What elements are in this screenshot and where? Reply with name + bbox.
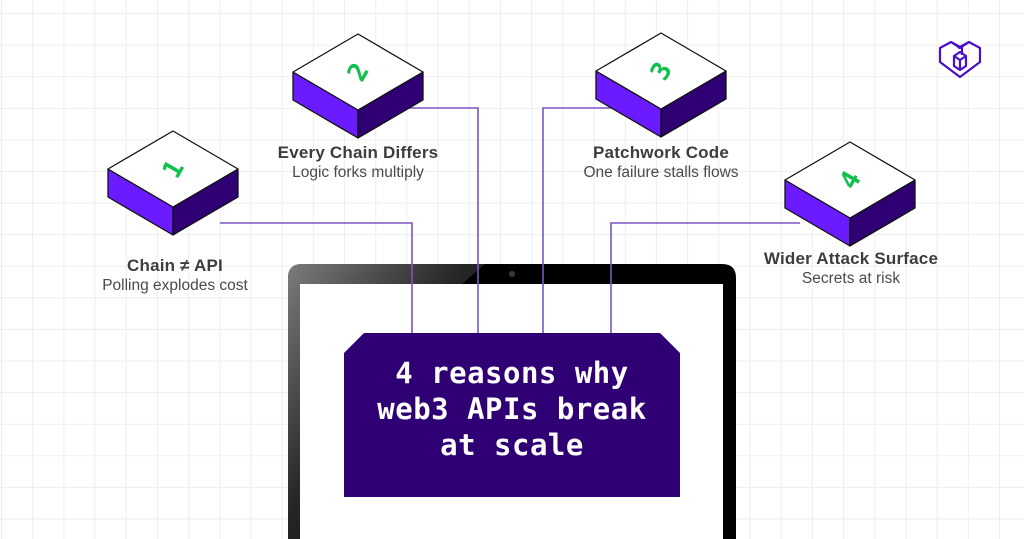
number-box-3: 3 bbox=[595, 32, 727, 138]
main-title: 4 reasons why web3 APIs break at scale bbox=[362, 355, 662, 463]
title-line-1: 4 reasons why bbox=[395, 356, 629, 390]
number-box-1: 1 bbox=[107, 130, 239, 236]
title-line-3: at scale bbox=[440, 428, 584, 462]
reason-title-1: Chain ≠ API bbox=[127, 256, 223, 275]
reason-subtitle-4: Secrets at risk bbox=[801, 270, 901, 287]
reason-title-3: Patchwork Code bbox=[593, 143, 729, 162]
reason-subtitle-1: Polling explodes cost bbox=[102, 277, 248, 294]
reason-subtitle-3: One failure stalls flows bbox=[583, 164, 739, 181]
connector-2 bbox=[400, 107, 479, 340]
reason-label-3: Patchwork Code One failure stalls flows bbox=[531, 143, 791, 183]
box-top-face bbox=[595, 32, 727, 110]
reason-subtitle-2: Logic forks multiply bbox=[292, 164, 424, 181]
title-line-2: web3 APIs break bbox=[377, 392, 647, 426]
reason-label-1: Chain ≠ API Polling explodes cost bbox=[45, 256, 305, 296]
reason-title-2: Every Chain Differs bbox=[277, 143, 439, 162]
heart-cube-logo-icon bbox=[938, 40, 982, 79]
box-top-face bbox=[784, 141, 916, 219]
number-box-4: 4 bbox=[784, 141, 916, 247]
box-top-face bbox=[292, 33, 424, 111]
camera-dot bbox=[509, 271, 515, 277]
reason-label-2: Every Chain Differs Logic forks multiply bbox=[228, 143, 488, 183]
title-box: 4 reasons why web3 APIs break at scale bbox=[344, 333, 680, 497]
reason-label-4: Wider Attack Surface Secrets at risk bbox=[721, 249, 981, 289]
number-box-2: 2 bbox=[292, 33, 424, 139]
connector-3 bbox=[542, 107, 620, 340]
reason-title-4: Wider Attack Surface bbox=[763, 249, 939, 268]
box-top-face bbox=[107, 130, 239, 208]
